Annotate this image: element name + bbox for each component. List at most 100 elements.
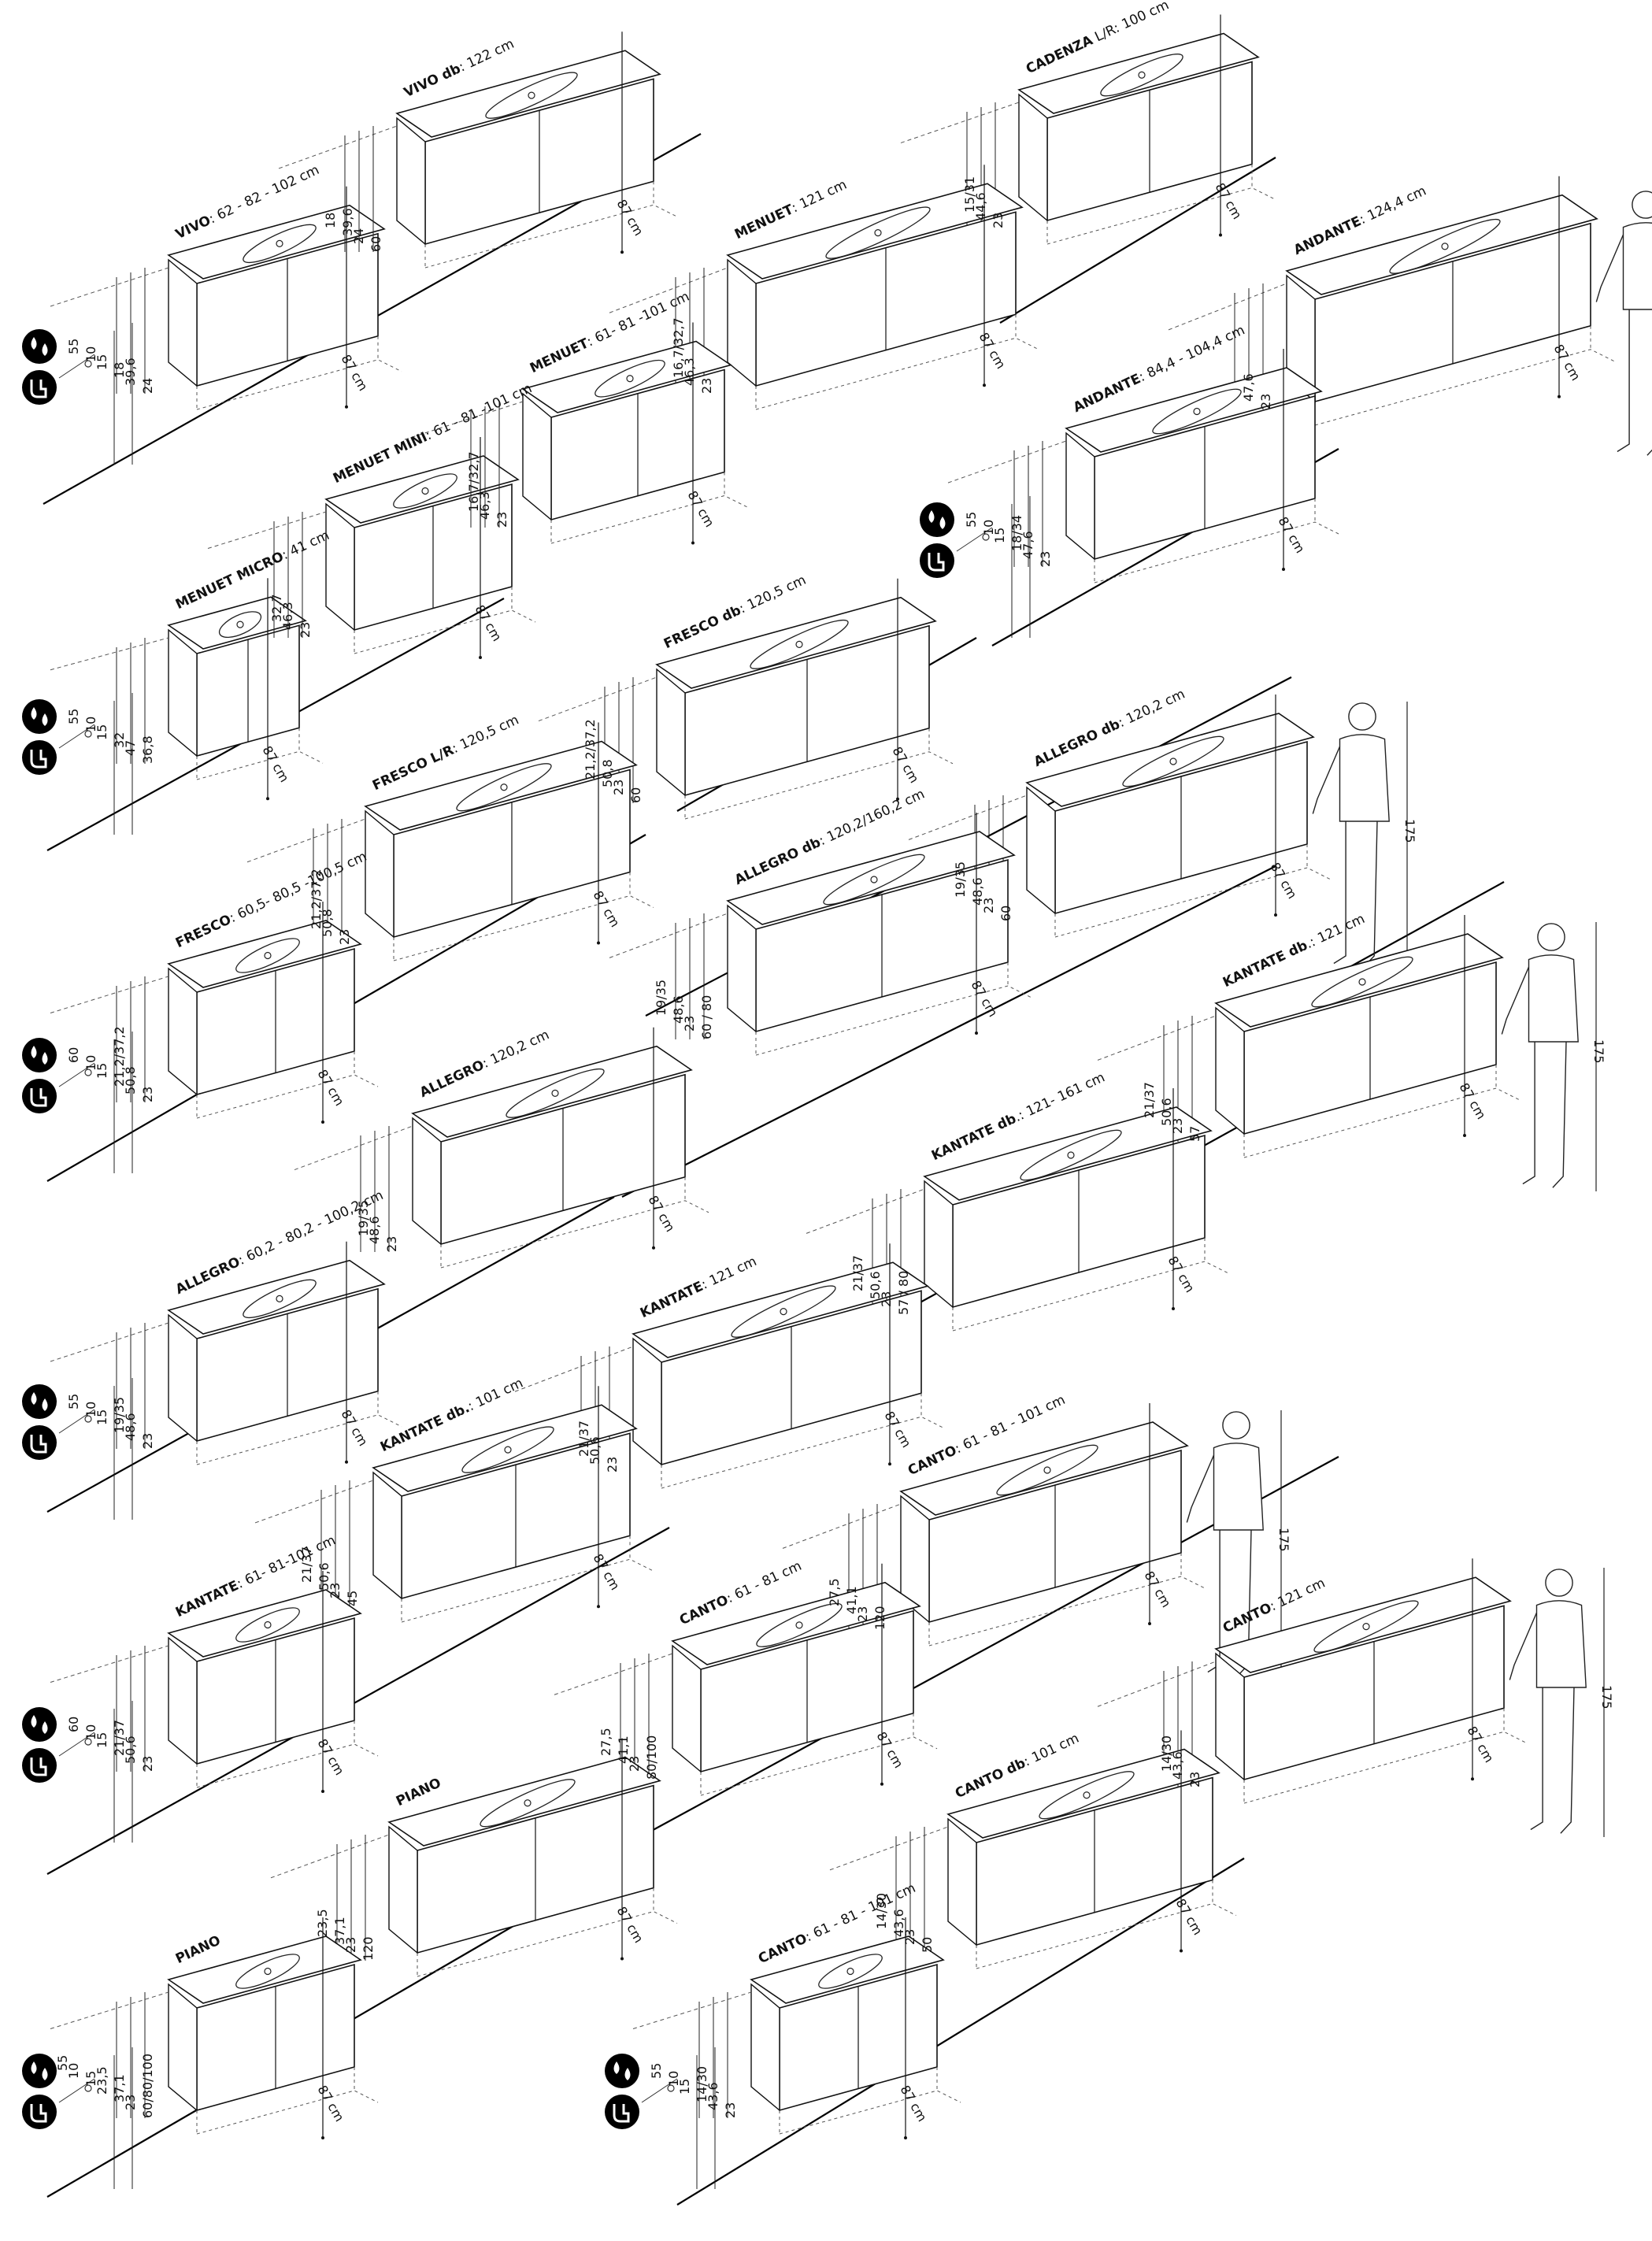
dimension-value: 27,5 (827, 1578, 842, 1606)
dimension-value: 24 (140, 377, 155, 394)
drain-hole (846, 1967, 854, 1976)
wall-guide (207, 511, 327, 549)
drain-hole (264, 1621, 272, 1629)
leg (1363, 820, 1378, 968)
floor-projection (1314, 349, 1615, 426)
dimension-value: 19/35 (953, 861, 968, 898)
basin (393, 473, 457, 509)
dimension-value: 47,6 (1241, 373, 1256, 402)
basin (756, 1602, 843, 1647)
cabinet-side (412, 1117, 442, 1246)
basin (1100, 54, 1183, 97)
height-marker (896, 797, 899, 801)
drain-hole (500, 783, 508, 791)
height-marker (888, 1462, 891, 1466)
vanity-unit-kantate-121 (514, 1243, 946, 1489)
vanity-unit-menuet-121 (609, 165, 1040, 410)
cabinet-side (1065, 432, 1095, 561)
basin (1152, 388, 1242, 435)
dimension-value: 23 (723, 2102, 738, 2118)
vanity-unit-allegro-db-120 (908, 695, 1332, 938)
floor-projection (440, 1200, 709, 1269)
dimension-value: 36,8 (140, 735, 155, 764)
torso (1622, 222, 1652, 310)
dimension-value: 23 (140, 1086, 155, 1102)
dimension-value: 21/37 (1142, 1081, 1157, 1118)
dimension-value: 19/35 (112, 1396, 127, 1433)
human-figure (1501, 922, 1597, 1191)
dimension-value: 32,7 (269, 594, 284, 622)
drain-hole (276, 1295, 283, 1302)
torso (1535, 1600, 1587, 1688)
wall-guide (294, 1125, 413, 1171)
basin (218, 611, 262, 639)
basin (750, 619, 849, 669)
height-marker (1180, 1949, 1183, 1953)
dimension-value: 19/35 (654, 979, 669, 1016)
basin (235, 1954, 300, 1989)
basin (235, 938, 300, 973)
height-marker (1148, 1622, 1151, 1625)
floor-projection (196, 750, 324, 780)
floor-projection (1243, 1731, 1528, 1804)
leg (1333, 821, 1346, 965)
drain-hole (626, 375, 634, 383)
dimension-value: 120 (872, 1606, 887, 1630)
cabinet-side (632, 1337, 662, 1466)
wall-guide (1168, 283, 1287, 331)
dimension-value: 48,6 (970, 877, 985, 906)
basin (506, 1068, 605, 1118)
wall-guide (538, 676, 657, 722)
floor-projection (401, 1558, 654, 1623)
dimension-value: 23 (140, 1755, 155, 1772)
dimension-value: 10 (83, 716, 98, 732)
height-marker (266, 797, 269, 801)
dimension-value: 23 (991, 212, 1006, 228)
floor-projection (928, 1576, 1206, 1646)
vanity-unit-menuet-micro (50, 578, 324, 801)
wall-guide (514, 1346, 634, 1392)
height-marker (1282, 568, 1285, 571)
cabinet-side (947, 1817, 977, 1947)
wall-guide (270, 1834, 390, 1879)
height-marker (479, 656, 482, 659)
vanity-unit-fresco-lr (246, 722, 654, 961)
dimension-value: 23 (384, 1235, 399, 1252)
head (1632, 191, 1652, 219)
arm (1312, 746, 1341, 814)
drain-hole (264, 951, 272, 960)
vanity-unit-canto-81 (554, 1563, 938, 1796)
cabinet-side (1026, 786, 1056, 915)
cabinet-side (727, 258, 757, 387)
height-marker (597, 1605, 600, 1609)
cabinet-side (672, 1644, 702, 1773)
height-marker (597, 941, 600, 945)
drain-hole (795, 1621, 803, 1629)
drain-hole (551, 1089, 559, 1097)
dimension-value: 57 / 80 (896, 1270, 911, 1315)
basin (235, 1607, 300, 1643)
cabinet-side (168, 1636, 198, 1765)
pipe-leader (58, 354, 95, 379)
arm (1509, 1612, 1538, 1680)
vanity-unit-kantate-db-101 (254, 1386, 654, 1623)
basin (825, 206, 931, 259)
floor-projection (700, 1736, 938, 1796)
vanity-unit-andante-84 (947, 349, 1339, 583)
floor-projection (1243, 1087, 1521, 1158)
height-marker (983, 383, 986, 387)
height-marker (652, 1246, 655, 1250)
height-marker (620, 1957, 624, 1961)
dimension-value: 23 (605, 1456, 620, 1472)
vanity-unit-kantate-db-121 (1097, 915, 1521, 1158)
dimension-value: 21/37 (576, 1420, 591, 1457)
human-figure (1509, 1568, 1605, 1837)
basin (243, 224, 317, 264)
wall-guide (50, 1645, 169, 1683)
dimension-value: 10 (83, 1724, 98, 1740)
vanity-unit-kantate-db-161 (806, 1088, 1229, 1332)
plumbing-icons (22, 1378, 133, 1520)
drain-hole (1441, 243, 1449, 250)
connection-point (982, 533, 990, 541)
dimension-value: 37,1 (332, 1917, 347, 1945)
